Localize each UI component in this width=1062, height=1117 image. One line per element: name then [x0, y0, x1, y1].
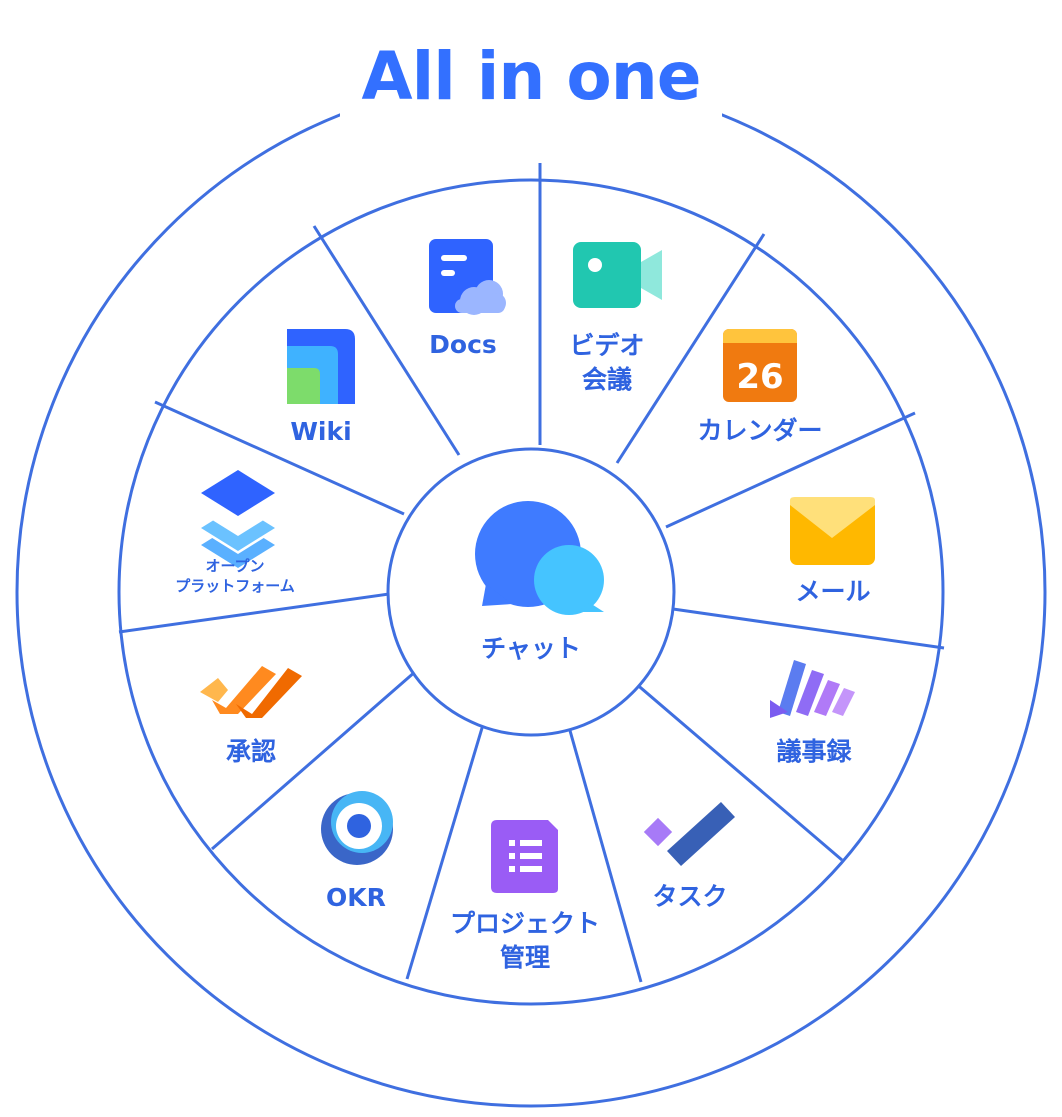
segment-mail: メール: [795, 577, 871, 606]
spoke-11: [312, 225, 461, 456]
docs-icon: [429, 239, 506, 315]
spoke-4: [672, 607, 945, 650]
spokes: [118, 163, 945, 983]
segment-platform: オープン プラットフォーム: [175, 557, 295, 595]
okr-target-icon: [321, 791, 393, 865]
approval-check-icon: [200, 666, 302, 718]
spoke-2: [615, 233, 766, 464]
segment-minutes: 議事録: [776, 737, 852, 766]
segment-okr: OKR: [326, 883, 386, 912]
spoke-3: [665, 411, 916, 529]
segment-docs: Docs: [429, 330, 497, 359]
spoke-8: [211, 669, 417, 851]
center-label: チャット: [481, 634, 581, 663]
spoke-7: [405, 717, 487, 980]
project-list-icon: [491, 820, 558, 893]
spoke-10: [154, 400, 405, 516]
segment-video: ビデオ 会議: [569, 331, 645, 394]
spoke-5: [633, 680, 843, 862]
page-title: All in one: [340, 34, 722, 120]
video-camera-icon: [573, 242, 662, 308]
task-check-icon: [643, 802, 735, 866]
inner-ring: [117, 178, 945, 1006]
layers-stack-icon: [201, 470, 275, 568]
spoke-6: [565, 719, 643, 983]
segment-calendar: カレンダー: [697, 416, 823, 445]
minutes-icon: [770, 660, 855, 718]
segment-task: タスク: [652, 882, 728, 911]
spoke-9: [118, 592, 390, 634]
segment-project: プロジェクト 管理: [449, 909, 601, 972]
segment-approval: 承認: [225, 737, 277, 766]
segment-wiki: Wiki: [290, 417, 352, 446]
wiki-book-icon: [287, 329, 355, 404]
calendar-icon-text: 26: [736, 357, 783, 397]
mail-envelope-icon: [790, 497, 875, 565]
chat-bubbles-icon: [475, 501, 604, 615]
calendar-icon: 26: [723, 329, 797, 402]
